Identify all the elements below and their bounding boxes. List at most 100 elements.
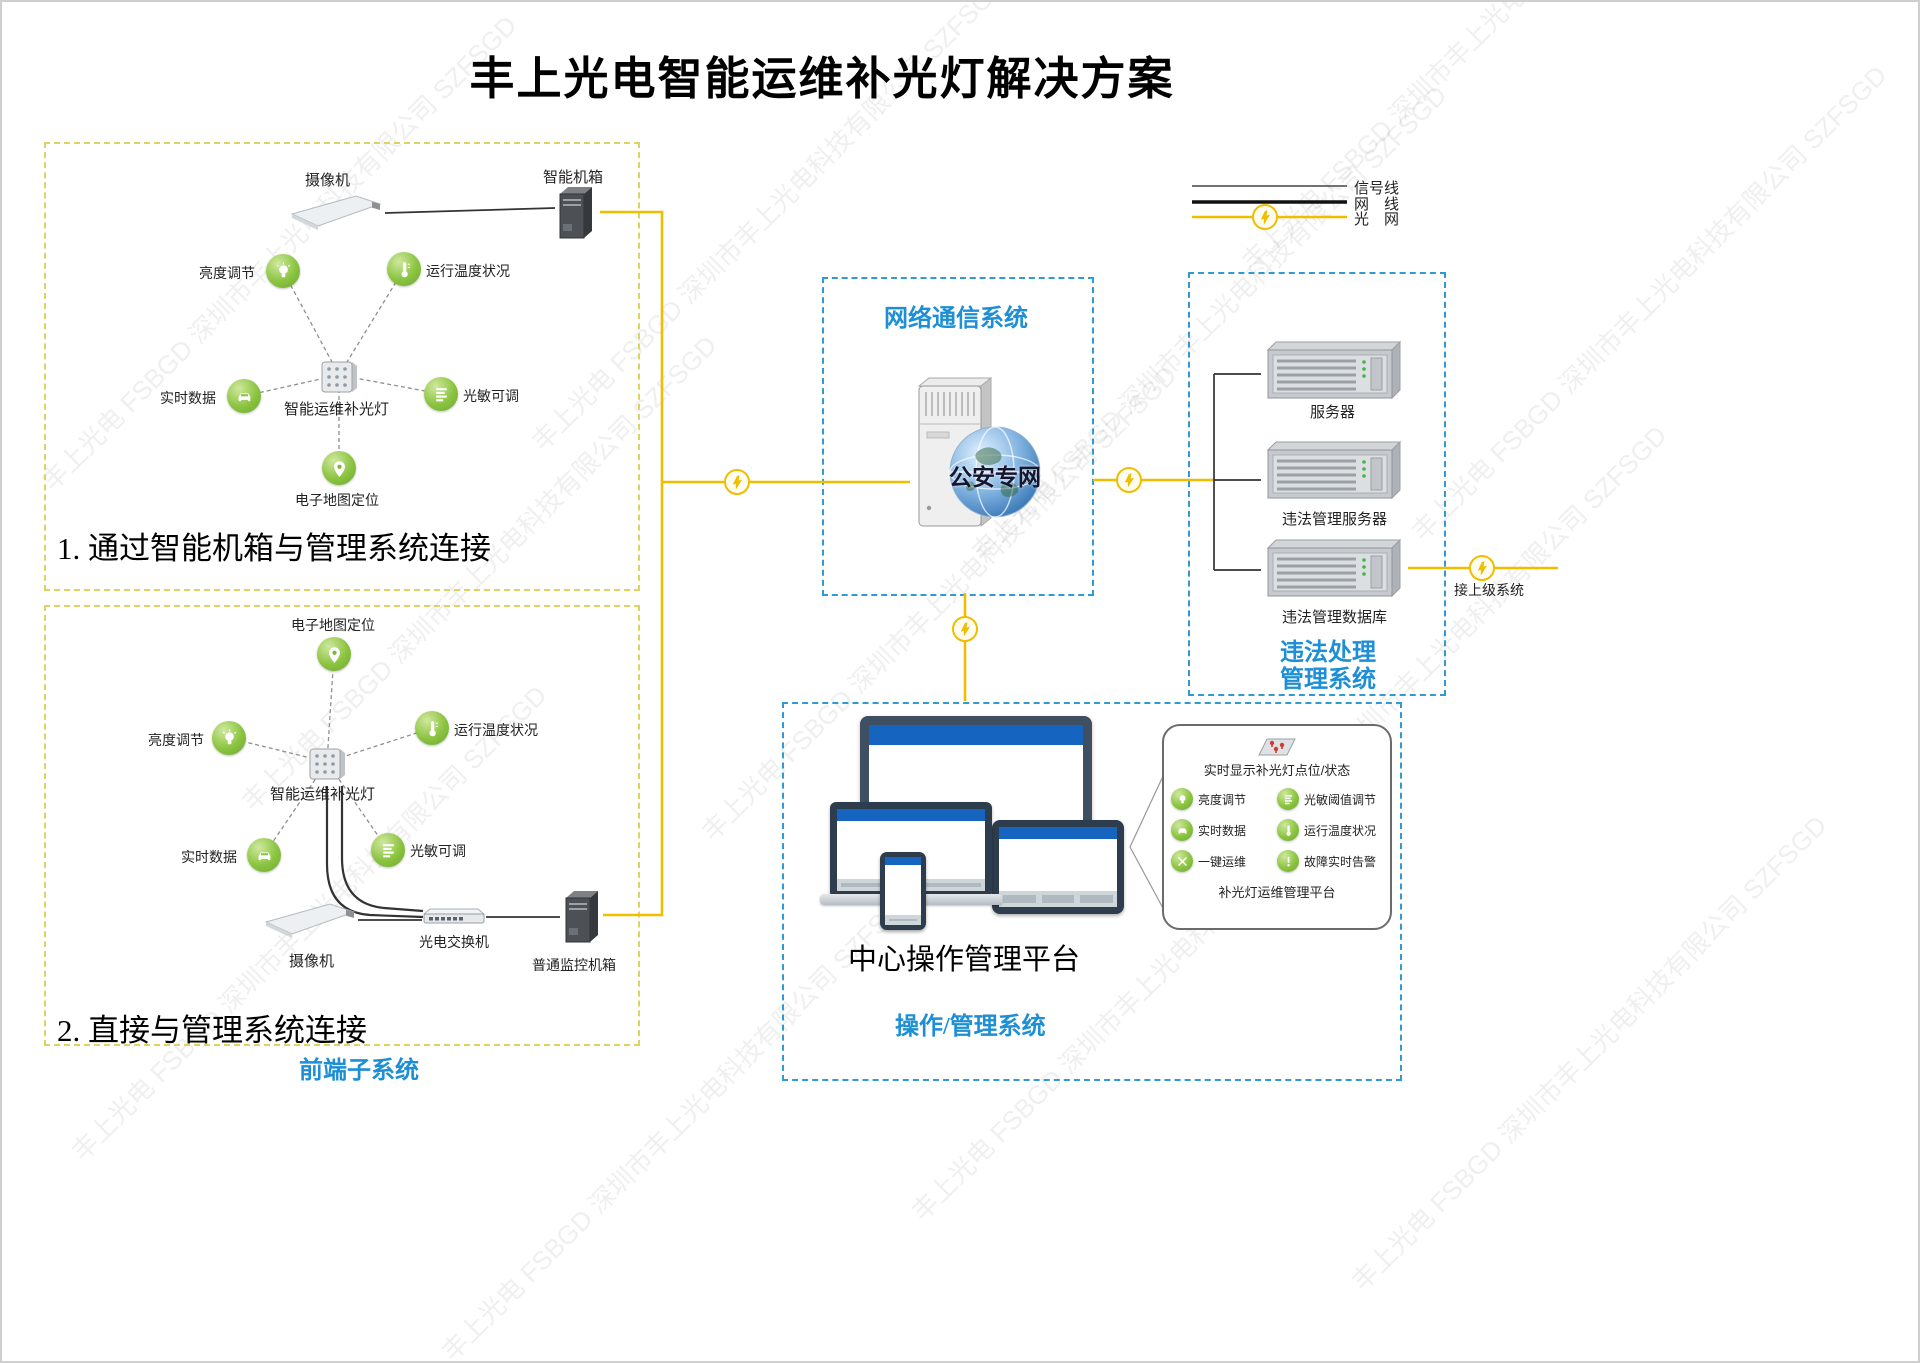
feature-grid: 亮度调节 光敏阈值调节 实时数据 运行温度状况 一键运维 (1171, 788, 1383, 872)
platform-title: 中心操作管理平台 (848, 944, 1081, 976)
bars-icon (371, 833, 405, 867)
operation-title: 操作/管理系统 (895, 1014, 1046, 1040)
map-pin-icon (317, 637, 351, 671)
laptop-device (830, 802, 992, 898)
server-icon (1266, 538, 1402, 598)
lightning-bolt-icon (952, 616, 978, 642)
feature-item: 故障实时告警 (1277, 850, 1383, 872)
panel-header: 实时显示补光灯点位/状态 (1203, 763, 1351, 778)
section2-camera-label: 摄像机 (289, 953, 335, 970)
feature-label: 光敏阈值调节 (1304, 792, 1377, 807)
feature-label: 运行温度状况 (1304, 823, 1377, 838)
car-icon (1171, 819, 1193, 841)
bars-icon (1277, 788, 1299, 810)
alert-icon (1277, 850, 1299, 872)
screen-header-bar (999, 827, 1117, 839)
section1-photosensitive-label: 光敏可调 (463, 388, 519, 404)
screen-footer-blocks (999, 891, 1117, 907)
watermark-text: 丰上光电 FSBGD 深圳市丰上光电科技有限公司 SZFSGD (1405, 59, 1893, 547)
thermometer-icon (415, 711, 449, 745)
thermometer-icon (387, 252, 421, 286)
section1-map-label: 电子地图定位 (295, 492, 379, 508)
server1-label: 服务器 (1310, 404, 1356, 421)
section1-device-label: 智能运维补光灯 (284, 401, 390, 418)
section1-temperature-label: 运行温度状况 (426, 263, 510, 279)
car-icon (247, 838, 281, 872)
police-network-label: 公安专网 (949, 465, 1041, 490)
server-icon (1266, 340, 1402, 400)
map-pin-icon (322, 451, 356, 485)
lightning-bolt-icon (1252, 204, 1278, 230)
fill-light-device-icon (309, 748, 345, 780)
screen-header-bar (885, 857, 921, 865)
section2-temperature-label: 运行温度状况 (454, 722, 538, 738)
feature-item: 一键运维 (1171, 850, 1275, 872)
uplink-label: 接上级系统 (1454, 582, 1524, 598)
section1-realtime-label: 实时数据 (160, 390, 216, 406)
feature-label: 故障实时告警 (1304, 854, 1377, 869)
monitoring-cabinet-icon (565, 891, 598, 943)
wrench-icon (1171, 850, 1193, 872)
fill-light-device-icon (321, 361, 357, 393)
section2-box (44, 605, 640, 1046)
section1-camera-label: 摄像机 (305, 172, 351, 189)
section2-photosensitive-label: 光敏可调 (410, 843, 466, 859)
feature-item: 亮度调节 (1171, 788, 1275, 810)
feature-label: 亮度调节 (1198, 792, 1247, 807)
camera-icon (290, 195, 382, 230)
feature-item: 运行温度状况 (1277, 819, 1383, 841)
thermometer-icon (1277, 819, 1299, 841)
legend-network-label: 网 线 (1354, 196, 1400, 213)
panel-footer: 补光灯运维管理平台 (1218, 885, 1336, 900)
brightness-icon (266, 254, 300, 288)
server3-label: 违法管理数据库 (1282, 609, 1388, 626)
smart-cabinet-icon (559, 187, 592, 239)
feature-item: 光敏阈值调节 (1277, 788, 1383, 810)
legend-optical-label: 光 网 (1354, 211, 1400, 228)
brightness-icon (212, 721, 246, 755)
operation-box (782, 702, 1402, 1081)
section1-cabinet-label: 智能机箱 (543, 169, 604, 186)
laptop-screen (837, 809, 985, 891)
violation-title-line2: 管理系统 (1280, 667, 1376, 693)
screen-header-bar (869, 725, 1083, 745)
section2-map-label: 电子地图定位 (291, 617, 375, 633)
car-icon (227, 379, 261, 413)
optical-switch-icon (422, 908, 486, 924)
section1-brightness-label: 亮度调节 (199, 265, 255, 281)
bulb-icon (1171, 788, 1193, 810)
page-title: 丰上光电智能运维补光灯解决方案 (469, 54, 1175, 104)
frontend-subsystem-label: 前端子系统 (299, 1058, 419, 1084)
feature-label: 一键运维 (1198, 854, 1247, 869)
camera-icon (264, 903, 356, 938)
server2-label: 违法管理服务器 (1282, 511, 1388, 528)
phone-device (880, 852, 926, 930)
lightning-bolt-icon (1116, 467, 1142, 493)
watermark-text: 丰上光电 FSBGD 深圳市丰上光电科技有限公司 SZFSGD (1345, 809, 1833, 1297)
screen-header-bar (837, 809, 985, 821)
feature-label: 实时数据 (1198, 823, 1247, 838)
network-box (822, 277, 1094, 596)
feature-panel: 实时显示补光灯点位/状态 亮度调节 光敏阈值调节 实时数据 运行温度 (1162, 724, 1392, 930)
violation-title-line1: 违法处理 (1280, 640, 1376, 666)
lightning-bolt-icon (1469, 555, 1495, 581)
section2-switch-label: 光电交换机 (419, 934, 489, 950)
tablet-screen (999, 827, 1117, 907)
feature-item: 实时数据 (1171, 819, 1275, 841)
tablet-device (992, 820, 1124, 914)
section2-caption: 2. 直接与管理系统连接 (57, 1013, 367, 1048)
screen-footer-blocks (885, 915, 921, 925)
network-title: 网络通信系统 (884, 306, 1028, 332)
violation-box (1188, 272, 1446, 696)
globe-icon (949, 426, 1041, 518)
section2-brightness-label: 亮度调节 (148, 732, 204, 748)
section1-caption: 1. 通过智能机箱与管理系统连接 (57, 531, 491, 566)
bars-icon (424, 377, 458, 411)
legend-signal-label: 信号线 (1354, 180, 1400, 197)
section2-realtime-label: 实时数据 (181, 849, 237, 865)
lightning-bolt-icon (724, 469, 750, 495)
section2-device-label: 智能运维补光灯 (270, 786, 376, 803)
server-icon (1266, 440, 1402, 500)
map-icon (1258, 738, 1296, 756)
